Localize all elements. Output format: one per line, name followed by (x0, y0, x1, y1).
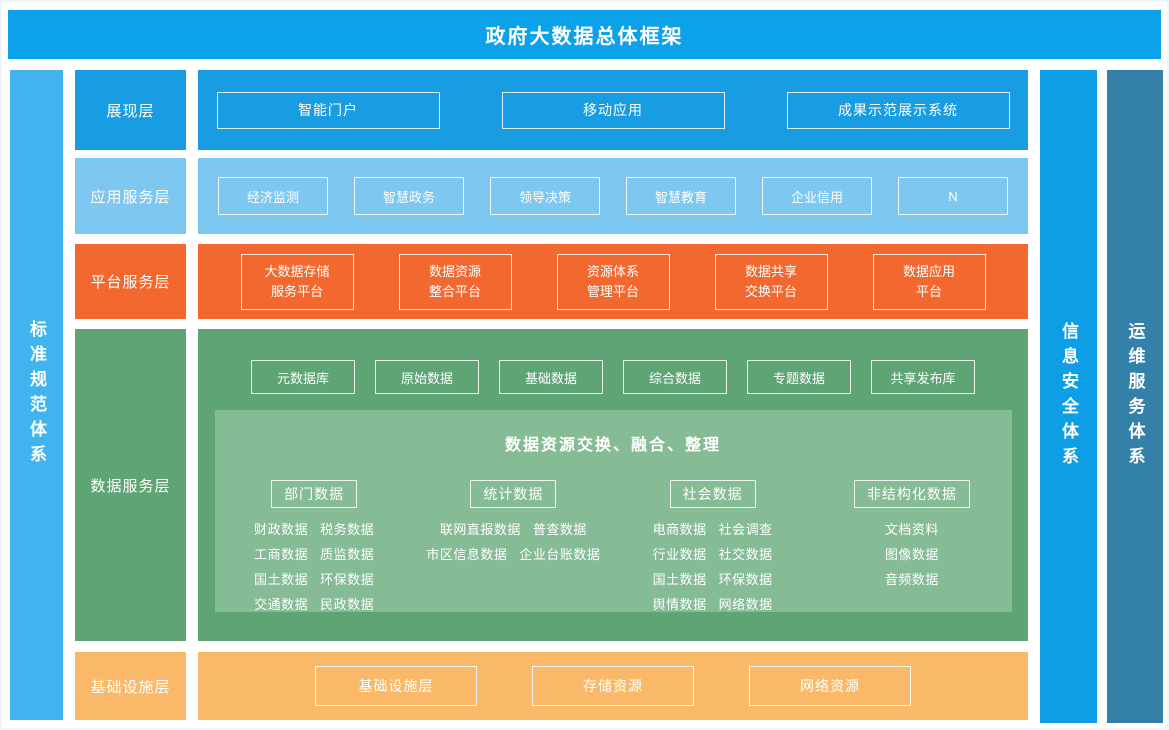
security-system-bar: 信息安全体系 (1040, 70, 1097, 723)
layer-label-text: 平台服务层 (90, 274, 171, 291)
data-group-social: 社会数据 电商数据 社会调查 行业数据 社交数据 国土数据 环保数据 舆情数据 … (613, 480, 812, 617)
presentation-box: 成果示范展示系统 (786, 91, 1010, 129)
layer-label-text: 基础设施层 (90, 678, 171, 696)
box-label: 网络资源 (800, 678, 860, 694)
data-group-header: 统计数据 (470, 480, 557, 508)
data-group-line: 文档资料 (884, 522, 939, 537)
application-box: 领导决策 (490, 177, 600, 215)
box-label-line2: 平台 (915, 283, 942, 299)
layer-label-platform: 平台服务层 (75, 244, 186, 319)
platform-layer: 大数据存储 服务平台 数据资源 整合平台 资源体系 管理平台 数据共享 交换平台… (198, 244, 1028, 319)
box-label: 成果示范展示系统 (838, 102, 958, 118)
box-label: 原始数据 (400, 370, 453, 386)
operations-system-label: 运维服务体系 (1125, 321, 1145, 472)
box-label: 综合数据 (648, 370, 701, 386)
database-box: 共享发布库 (871, 360, 975, 394)
application-box: 企业信用 (762, 177, 872, 215)
standards-system-bar: 标准规范体系 (10, 70, 63, 720)
data-group-line: 舆情数据 网络数据 (652, 597, 773, 612)
data-group-line: 财政数据 税务数据 (254, 522, 375, 537)
data-group-statistics: 统计数据 联网直报数据 普查数据 市区信息数据 企业台账数据 (414, 480, 613, 617)
presentation-box: 移动应用 (501, 91, 725, 129)
box-label-line1: 数据共享 (744, 263, 797, 279)
application-layer: 经济监测 智慧政务 领导决策 智慧教育 企业信用 N (198, 158, 1028, 234)
box-label: 存储资源 (583, 678, 643, 694)
database-box: 原始数据 (375, 360, 479, 394)
data-exchange-panel: 数据资源交换、融合、整理 部门数据 财政数据 税务数据 工商数据 质监数据 国土… (214, 410, 1012, 612)
layer-label-text: 数据服务层 (90, 477, 171, 495)
data-group-row: 部门数据 财政数据 税务数据 工商数据 质监数据 国土数据 环保数据 交通数据 … (215, 480, 1012, 617)
data-group-line: 联网直报数据 普查数据 (439, 522, 587, 537)
box-label: 智能门户 (298, 102, 358, 118)
data-group-line: 市区信息数据 企业台账数据 (426, 547, 601, 562)
platform-box: 大数据存储 服务平台 (240, 253, 354, 310)
infrastructure-box: 基础设施层 (315, 666, 477, 706)
infrastructure-box: 存储资源 (532, 666, 694, 706)
data-group-line: 电商数据 社会调查 (652, 522, 773, 537)
application-box: N (898, 177, 1008, 215)
data-group-line: 国土数据 环保数据 (652, 572, 773, 587)
layer-label-data: 数据服务层 (75, 329, 186, 641)
box-label: 智慧政务 (382, 189, 435, 205)
box-label: 智慧教育 (654, 189, 707, 205)
box-label-line2: 整合平台 (428, 283, 481, 299)
box-label-line1: 资源体系 (586, 263, 639, 279)
layer-label-text: 应用服务层 (90, 188, 171, 206)
data-group-line: 国土数据 环保数据 (254, 572, 375, 587)
data-layer: 元数据库 原始数据 基础数据 综合数据 专题数据 共享发布库 数据资源交换、融合… (198, 329, 1028, 641)
data-group-line: 音频数据 (884, 572, 939, 587)
database-box: 综合数据 (623, 360, 727, 394)
database-row: 元数据库 原始数据 基础数据 综合数据 专题数据 共享发布库 (198, 360, 1028, 394)
security-system-label: 信息安全体系 (1059, 321, 1078, 472)
box-label: 企业信用 (790, 189, 843, 205)
application-box: 智慧教育 (626, 177, 736, 215)
box-label-line2: 服务平台 (270, 283, 323, 299)
box-label-line1: 数据应用 (902, 263, 955, 279)
standards-system-label: 标准规范体系 (27, 320, 46, 470)
box-label: 共享发布库 (890, 370, 956, 386)
presentation-layer: 智能门户 移动应用 成果示范展示系统 (198, 70, 1028, 150)
data-group-line: 工商数据 质监数据 (254, 547, 375, 562)
platform-box: 数据应用 平台 (872, 253, 986, 310)
platform-box: 数据资源 整合平台 (398, 253, 512, 310)
box-label: 专题数据 (772, 370, 825, 386)
data-group-header: 非结构化数据 (853, 480, 970, 508)
box-label: 元数据库 (276, 370, 329, 386)
box-label: N (948, 188, 958, 204)
platform-box: 资源体系 管理平台 (556, 253, 670, 310)
data-group-line: 行业数据 社交数据 (652, 547, 773, 562)
data-group-line: 交通数据 民政数据 (254, 597, 375, 612)
box-label: 领导决策 (518, 189, 571, 205)
application-box: 智慧政务 (354, 177, 464, 215)
infrastructure-layer: 基础设施层 存储资源 网络资源 (198, 652, 1028, 720)
diagram-title: 政府大数据总体框架 (485, 26, 684, 48)
box-label: 移动应用 (583, 102, 643, 118)
layer-label-application: 应用服务层 (75, 158, 186, 234)
box-label-line1: 大数据存储 (264, 263, 330, 279)
database-box: 专题数据 (747, 360, 851, 394)
data-group-department: 部门数据 财政数据 税务数据 工商数据 质监数据 国土数据 环保数据 交通数据 … (215, 480, 414, 617)
box-label: 经济监测 (246, 189, 299, 205)
box-label-line2: 交换平台 (744, 283, 797, 299)
presentation-box: 智能门户 (216, 91, 440, 129)
data-exchange-title: 数据资源交换、融合、整理 (504, 437, 721, 454)
database-box: 元数据库 (251, 360, 355, 394)
data-group-header: 社会数据 (669, 480, 756, 508)
data-group-unstructured: 非结构化数据 文档资料 图像数据 音频数据 (812, 480, 1011, 617)
layer-label-presentation: 展现层 (75, 70, 186, 150)
box-label: 基础设施层 (358, 678, 434, 694)
box-label-line1: 数据资源 (428, 263, 481, 279)
box-label: 基础数据 (524, 370, 577, 386)
application-box: 经济监测 (218, 177, 328, 215)
database-box: 基础数据 (499, 360, 603, 394)
data-group-header: 部门数据 (271, 480, 358, 508)
operations-system-bar: 运维服务体系 (1107, 70, 1163, 723)
layer-label-text: 展现层 (106, 102, 155, 120)
diagram-title-banner: 政府大数据总体框架 (8, 10, 1161, 59)
infrastructure-box: 网络资源 (749, 666, 911, 706)
layer-label-infrastructure: 基础设施层 (75, 652, 186, 720)
data-group-line: 图像数据 (884, 547, 939, 562)
box-label-line2: 管理平台 (586, 283, 639, 299)
platform-box: 数据共享 交换平台 (714, 253, 828, 310)
